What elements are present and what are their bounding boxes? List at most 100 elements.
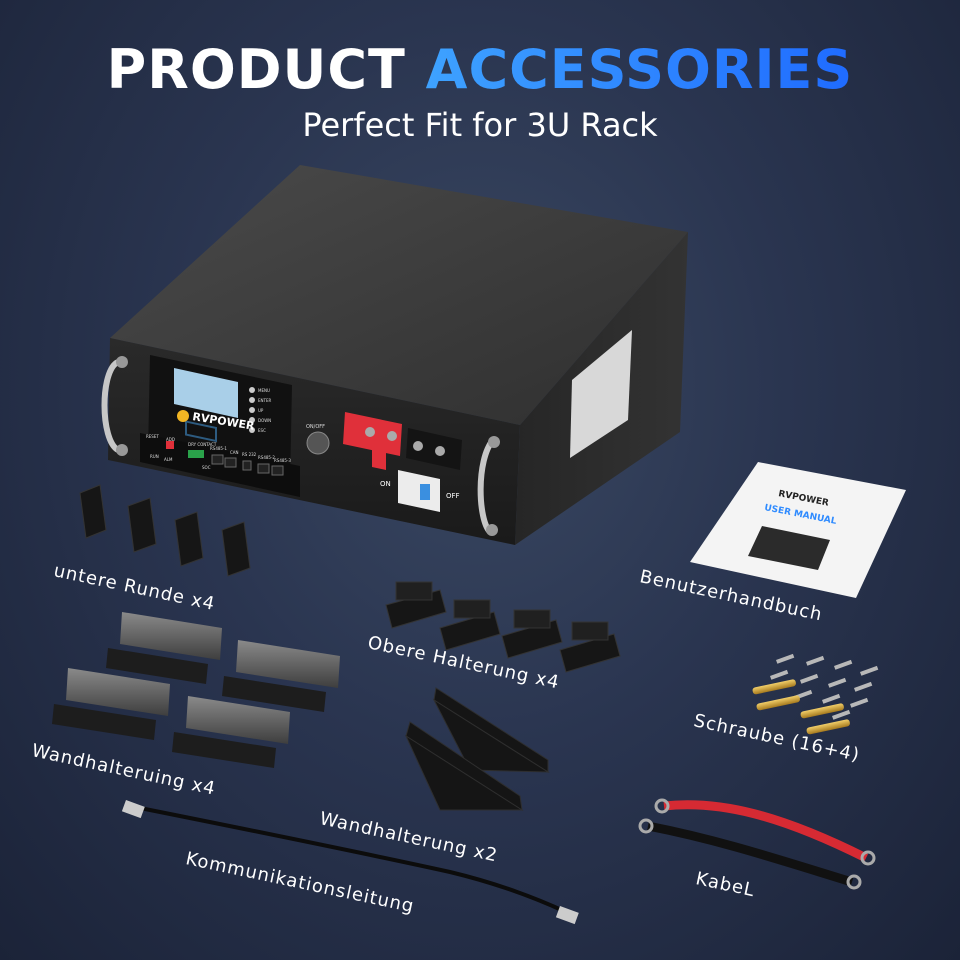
- screw-11: [850, 697, 869, 708]
- wall-bracket-2-base: [222, 676, 326, 712]
- rs232-port[interactable]: [242, 460, 252, 471]
- red-cable-lug-left: [654, 798, 670, 814]
- rj45-plug-right: [555, 905, 579, 925]
- enter-label: ENTER: [258, 398, 271, 403]
- dip-switch[interactable]: [166, 441, 174, 449]
- terminal-bolt-1: [365, 427, 375, 437]
- upper-bracket-2-top: [453, 599, 491, 619]
- black-cable-lug-left: [638, 818, 654, 834]
- brass-bolt-3: [800, 703, 844, 719]
- wall-bracket-4-base: [172, 732, 276, 768]
- manual-cover-photo: [748, 526, 830, 570]
- right-handle-screw-bottom: [486, 524, 498, 536]
- wall-bracket-3: [66, 668, 170, 716]
- screw-12: [832, 709, 851, 720]
- dry-contact-label: DRY CONTACT: [188, 442, 217, 447]
- lower-bracket-1: [79, 484, 107, 539]
- steel-screws: [770, 653, 879, 720]
- rs485-2-port[interactable]: [257, 463, 270, 474]
- upper-brackets: [385, 581, 621, 673]
- terminal-bolt-3: [413, 441, 423, 451]
- rj45-plug-left: [121, 800, 145, 819]
- down-label: DOWN: [258, 418, 271, 423]
- breaker-on-label: ON: [380, 480, 391, 488]
- red-cable: [663, 800, 869, 863]
- menu-button[interactable]: [249, 387, 255, 393]
- upper-bracket-4-top: [571, 621, 609, 641]
- left-handle-screw-top: [116, 356, 128, 368]
- menu-label: MENU: [258, 388, 270, 393]
- user-manual: RVPOWER USER MANUAL: [690, 462, 906, 598]
- screw-7: [828, 677, 847, 688]
- screw-10: [822, 693, 841, 704]
- left-handle-screw-bottom: [116, 444, 128, 456]
- screw-4: [860, 665, 879, 676]
- wall-bracket-1-base: [106, 648, 208, 684]
- brass-bolt-1: [752, 679, 796, 695]
- up-label: UP: [258, 408, 264, 413]
- soc-label: SOC: [202, 465, 211, 470]
- breaker-toggle[interactable]: [420, 484, 430, 500]
- screw-2: [806, 655, 825, 666]
- wall-bracket-3-base: [52, 704, 156, 740]
- down-button[interactable]: [249, 417, 255, 423]
- upper-bracket-3-top: [513, 609, 551, 629]
- screw-1: [776, 653, 795, 664]
- port-panel: [140, 433, 300, 497]
- manual-cover: [690, 462, 906, 598]
- black-cable: [647, 821, 854, 887]
- brass-bolt-2: [756, 695, 800, 711]
- screw-6: [800, 673, 819, 684]
- terminal-bolt-2: [387, 431, 397, 441]
- black-cable-lug-right: [846, 874, 862, 890]
- rs485-1-port[interactable]: [211, 454, 224, 465]
- power-cables: [638, 798, 876, 890]
- rs485-2-label: RS485-2: [258, 455, 275, 460]
- page-subtitle: Perfect Fit for 3U Rack: [302, 106, 658, 144]
- left-handle: [101, 359, 120, 453]
- wall-bracket-1: [120, 612, 222, 660]
- rs485-3-port[interactable]: [271, 465, 284, 476]
- dry-contact-terminal[interactable]: [188, 450, 204, 458]
- esc-button[interactable]: [249, 427, 255, 433]
- side-label-sticker: [570, 330, 632, 458]
- screws-set: [752, 653, 879, 735]
- lcd-screen: [174, 368, 238, 418]
- title-part-1: PRODUCT: [106, 38, 406, 101]
- can-port[interactable]: [224, 457, 237, 468]
- add-label: ADD: [166, 437, 175, 442]
- alm-label: ALM: [164, 457, 173, 462]
- right-handle: [477, 438, 496, 535]
- positive-terminal-post: [372, 440, 386, 470]
- comm-cable-wire: [139, 806, 567, 914]
- lower-round-brackets: [79, 484, 251, 577]
- enter-button[interactable]: [249, 397, 255, 403]
- can-label: CAN: [230, 450, 239, 455]
- up-button[interactable]: [249, 407, 255, 413]
- battery-top: [110, 165, 688, 425]
- brand-logo-icon: [177, 410, 189, 422]
- lower-bracket-2: [127, 497, 157, 553]
- wall-bracket-2: [236, 640, 340, 688]
- triangle-bracket-1: [432, 698, 550, 773]
- brass-bolt-4: [806, 719, 850, 735]
- rs485-3-label: RS485-3: [274, 458, 291, 463]
- power-button[interactable]: [306, 431, 330, 455]
- reset-label: RESET: [146, 434, 159, 439]
- screw-3: [834, 659, 853, 670]
- esc-label: ESC: [258, 428, 266, 433]
- circuit-breaker[interactable]: [398, 470, 440, 512]
- run-label: RUN: [150, 454, 159, 459]
- wall-brackets-x4: [52, 612, 340, 768]
- red-cable-lug-right: [860, 850, 876, 866]
- brass-bolts: [752, 679, 850, 735]
- breaker-off-label: OFF: [446, 492, 460, 500]
- lcd-battery-icon: [185, 420, 217, 443]
- triangle-bracket-2: [404, 734, 524, 811]
- screw-5: [770, 669, 789, 680]
- terminal-bolt-4: [435, 446, 445, 456]
- communication-cable: [121, 800, 579, 925]
- right-handle-screw-top: [488, 436, 500, 448]
- screw-8: [854, 681, 873, 692]
